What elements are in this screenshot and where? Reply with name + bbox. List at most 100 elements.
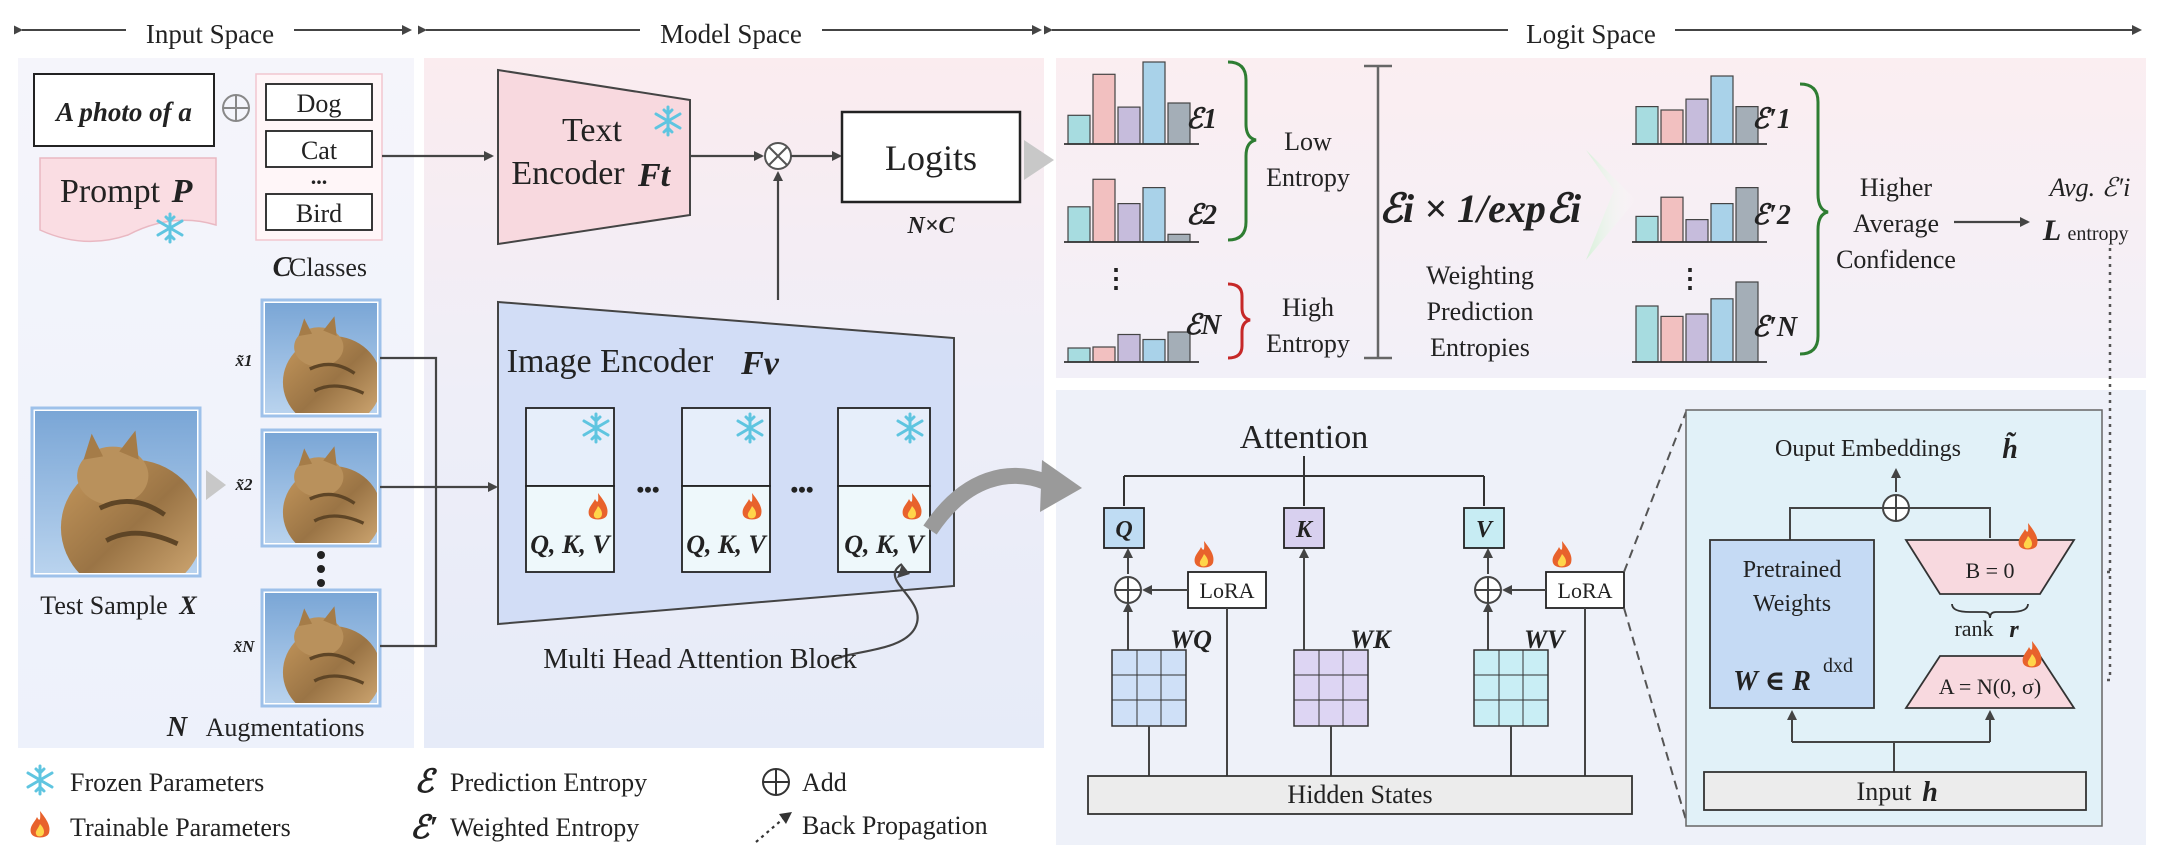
- text-encoder-line1: Text: [562, 112, 622, 149]
- weighted-brace: [1799, 82, 1829, 356]
- avg-entropy-label: Avg. ℰ′i: [2048, 173, 2131, 202]
- mha-ellipsis-2: •••: [790, 477, 813, 502]
- bar-eNp-3: [1685, 313, 1709, 363]
- bar-eN-3: [1117, 333, 1141, 363]
- pretrained-weights-box: Pretrained Weights W ∈ R dxd: [1709, 539, 1875, 709]
- text-encoder: Text Encoder Ft: [497, 68, 691, 246]
- classes-group: Dog Cat ... Bird: [255, 73, 383, 241]
- lora-input-label: Input: [1857, 777, 1913, 806]
- bar-chart-eN: [1064, 331, 1199, 363]
- attention-title: Attention: [1240, 419, 1368, 456]
- bar-chart-e2: [1064, 178, 1199, 243]
- v-branch: LoRA: [1474, 541, 1625, 776]
- aug-dots: [317, 551, 325, 587]
- weighting-formula: ℰi × 1/expℰi: [1379, 186, 1581, 231]
- lora-b-matrix: B = 0: [1904, 523, 2076, 595]
- classes-label: Classes: [289, 253, 367, 282]
- bar-e1p-3: [1685, 98, 1709, 145]
- class-cat: Cat: [301, 136, 338, 165]
- augmentation-n: [260, 588, 382, 708]
- mha-qkv-1: Q, K, V: [530, 530, 612, 559]
- entropy-2-label: ℰ2: [1186, 200, 1217, 231]
- bar-e2-3: [1117, 203, 1141, 243]
- text-encoder-symbol: Ft: [637, 157, 672, 194]
- aug-label-n: x̃N: [233, 637, 256, 656]
- logit-space-panel: [1056, 58, 2146, 378]
- bar-e2p-2: [1660, 196, 1684, 243]
- classes-symbol: C: [273, 252, 292, 283]
- class-dog: Dog: [297, 89, 342, 118]
- test-sample-symbol: X: [178, 591, 197, 620]
- weighting-line1: Weighting: [1426, 261, 1534, 290]
- b-label: B = 0: [1965, 558, 2014, 583]
- multiply-icon: [764, 142, 792, 170]
- mha-qkv-2: Q, K, V: [686, 530, 768, 559]
- bar-e2-1: [1067, 206, 1091, 243]
- green-arrow: [1586, 150, 1636, 260]
- text-encoder-line2: Encoder: [511, 155, 625, 192]
- weighted-entropy-2-label: ℰ′2: [1752, 200, 1791, 231]
- left-vertical-ellipsis: ⋮: [1103, 264, 1129, 293]
- q-label: Q: [1115, 517, 1132, 543]
- legend-backprop-icon: [755, 812, 792, 843]
- k-box: K: [1283, 507, 1325, 549]
- output-embeddings-label: Ouput Embeddings: [1775, 436, 1961, 462]
- lora-a-matrix: A = N(0, σ): [1904, 641, 2076, 709]
- bar-e2p-1: [1635, 215, 1659, 243]
- bar-eN-2: [1092, 346, 1116, 363]
- wv-label: WV: [1524, 625, 1567, 654]
- v-box: V: [1463, 507, 1505, 549]
- higher-conf-line2: Average: [1853, 209, 1939, 238]
- right-vertical-ellipsis: ⋮: [1677, 264, 1703, 293]
- zoom-arrow: [923, 468, 1049, 535]
- zoom-line-top: [1623, 411, 1687, 573]
- k-label: K: [1295, 517, 1314, 543]
- lora-input-box: Input h: [1703, 771, 2087, 811]
- legend-weighted-entropy: Weighted Entropy: [450, 813, 639, 842]
- mha-block-3: Q, K, V: [837, 407, 931, 573]
- high-entropy-line2: Entropy: [1266, 329, 1350, 358]
- bar-eN-4: [1142, 338, 1166, 363]
- low-entropy-brace: [1227, 60, 1257, 242]
- mha-qkv-3: Q, K, V: [844, 530, 926, 559]
- prompt-symbol: P: [171, 173, 193, 210]
- prompt-banner: Prompt P: [39, 157, 217, 244]
- bar-e1-3: [1117, 106, 1141, 145]
- entropy-bar-charts: [1064, 61, 1767, 363]
- sample-arrow: [206, 470, 226, 500]
- aug-label-2: x̃2: [235, 475, 254, 494]
- low-entropy-line1: Low: [1284, 127, 1332, 156]
- model-space-title: Model Space: [660, 19, 802, 49]
- legend-frozen-icon: [26, 764, 54, 796]
- bar-e1p-2: [1660, 109, 1684, 145]
- prompt-prefix-box: A photo of a: [33, 73, 215, 147]
- legend-pred-entropy: Prediction Entropy: [450, 768, 647, 797]
- bar-eNp-2: [1660, 315, 1684, 363]
- hidden-states-bar: Hidden States: [1087, 775, 1633, 815]
- weight-formula: W ∈ R: [1733, 666, 1811, 697]
- q-box: Q: [1103, 507, 1145, 549]
- test-sample-image: [30, 406, 202, 578]
- weighted-entropy-1-label: ℰ′1: [1752, 104, 1791, 135]
- weighted-entropy-labels: ℰ′1 ℰ′2 ℰ′N ⋮: [1677, 104, 1799, 343]
- bar-e1p-1: [1635, 105, 1659, 145]
- q-branch: LoRA: [1114, 541, 1267, 776]
- header-model-space: Model Space: [418, 19, 1042, 49]
- augmentation-1: [260, 298, 382, 418]
- loss-subscript: entropy: [2067, 223, 2128, 245]
- legend-trainable: Trainable Parameters: [70, 813, 291, 842]
- aug-connectors: [380, 356, 438, 648]
- attention-tree: [1123, 456, 1485, 506]
- bar-chart-e2p: [1632, 187, 1767, 243]
- legend-add: Add: [802, 768, 847, 797]
- prompt-label: Prompt: [60, 173, 161, 210]
- mha-ellipsis-1: •••: [636, 477, 659, 502]
- aug-label-1: x̃1: [235, 351, 253, 370]
- test-sample-label: Test Sample: [40, 591, 167, 620]
- weighted-entropy-n-label: ℰ′N: [1752, 312, 1799, 343]
- bar-chart-e1: [1064, 61, 1199, 145]
- input-space-title: Input Space: [146, 19, 274, 49]
- header-logit-space: Logit Space: [1044, 19, 2142, 49]
- bar-e1-4: [1142, 61, 1166, 145]
